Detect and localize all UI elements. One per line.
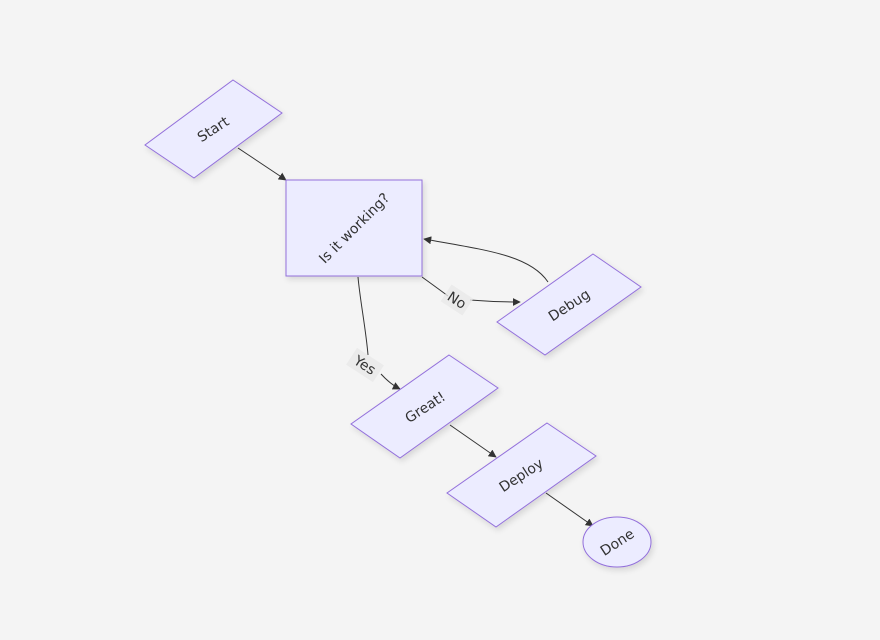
edges <box>237 147 594 527</box>
edge-decision-to-great <box>357 276 400 389</box>
edge-label-no: No <box>440 284 474 316</box>
edge-deploy-to-done <box>545 492 594 527</box>
node-great[interactable]: Great! <box>350 354 499 459</box>
edge-label-yes: Yes <box>346 347 384 383</box>
node-start[interactable]: Start <box>144 79 283 179</box>
node-deploy[interactable]: Deploy <box>446 422 597 528</box>
edge-great-to-deploy <box>449 424 497 458</box>
edge-start-to-decision <box>237 147 287 181</box>
edge-debug-to-decision <box>423 236 549 283</box>
node-decision[interactable]: Is it working? <box>285 179 423 277</box>
node-debug[interactable]: Debug <box>496 253 642 356</box>
node-done[interactable]: Done <box>582 516 652 568</box>
